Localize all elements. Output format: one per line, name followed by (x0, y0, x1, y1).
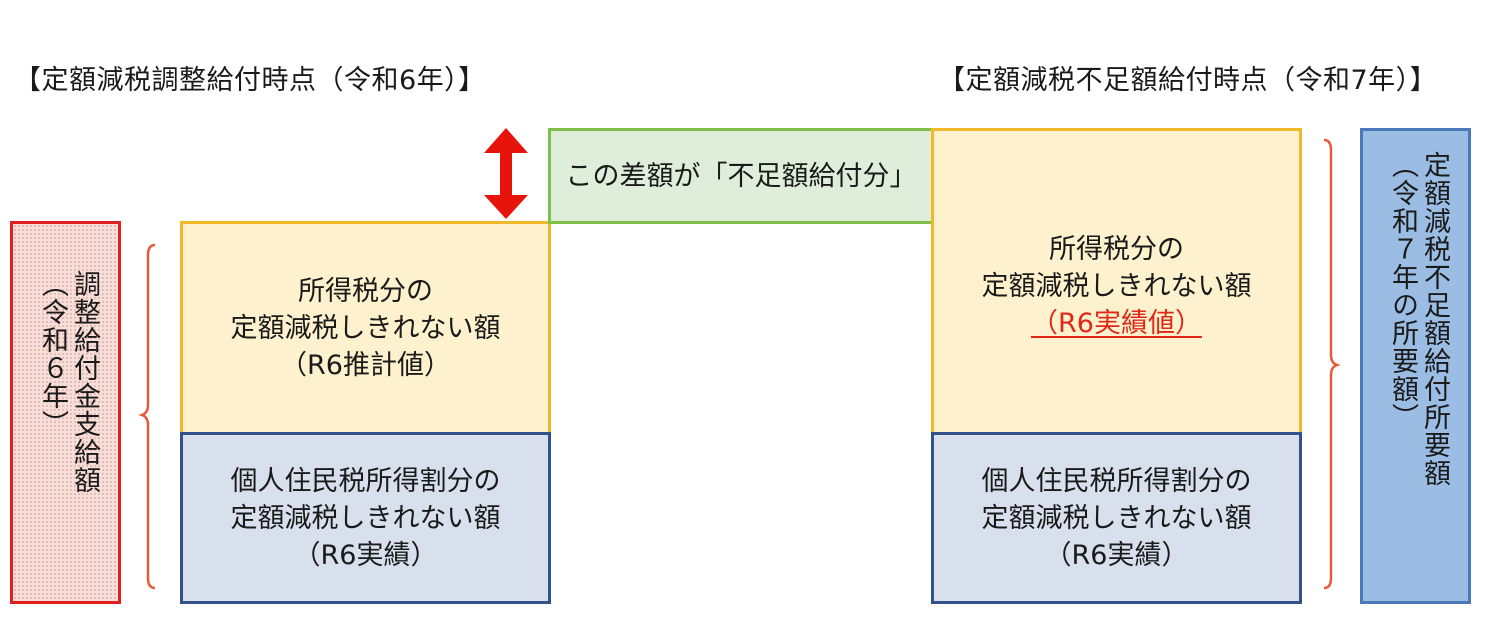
right-resident-tax-line1: 個人住民税所得割分の (981, 465, 1252, 497)
left-resident-tax-line2: 定額減税しきれない額 (230, 502, 501, 534)
left-income-tax-line2: 定額減税しきれない額 (230, 312, 501, 344)
right-resident-tax-line2: 定額減税しきれない額 (981, 502, 1252, 534)
shortfall-benefit-required-amount-label: 定額減税不足額給付所要額 （令和７年の所要額） (1360, 128, 1471, 604)
right-income-tax-box: 所得税分の 定額減税しきれない額 （R6実績値） (931, 128, 1302, 435)
right-bracket-icon (1323, 138, 1341, 590)
left-resident-tax-box: 個人住民税所得割分の 定額減税しきれない額 （R6実績） (180, 432, 551, 604)
adjustment-benefit-amount-label: 調整給付金支給額 （令和６年） (10, 221, 121, 604)
right-resident-tax-box: 個人住民税所得割分の 定額減税しきれない額 （R6実績） (931, 432, 1302, 604)
left-income-tax-line1: 所得税分の (298, 275, 433, 307)
right-resident-tax-line3: （R6実績） (1044, 539, 1189, 571)
right-income-tax-line1: 所得税分の (1049, 234, 1184, 265)
right-income-tax-line2: 定額減税しきれない額 (981, 271, 1252, 302)
left-resident-tax-line1: 個人住民税所得割分の (230, 465, 501, 497)
left-bracket-icon (138, 243, 156, 590)
shortfall-label-main: 定額減税不足額給付所要額 (1419, 151, 1450, 487)
shortfall-label-year: （令和７年の所要額） (1387, 151, 1418, 431)
left-heading: 【定額減税調整給付時点（令和6年）】 (14, 65, 486, 96)
left-income-tax-line3: （R6推計値） (280, 349, 451, 381)
difference-box: この差額が「不足額給付分」 (548, 128, 934, 224)
adjustment-benefit-label-main: 調整給付金支給額 (69, 270, 100, 494)
right-income-tax-line3-highlight: （R6実績値） (1031, 308, 1202, 339)
right-heading: 【定額減税不足額給付時点（令和7年）】 (938, 65, 1438, 96)
left-income-tax-box: 所得税分の 定額減税しきれない額 （R6推計値） (180, 221, 551, 435)
left-resident-tax-line3: （R6実績） (293, 539, 438, 571)
adjustment-benefit-label-year: （令和６年） (37, 270, 68, 438)
double-arrow-icon (484, 128, 528, 219)
difference-box-label: この差額が「不足額給付分」 (565, 160, 917, 192)
